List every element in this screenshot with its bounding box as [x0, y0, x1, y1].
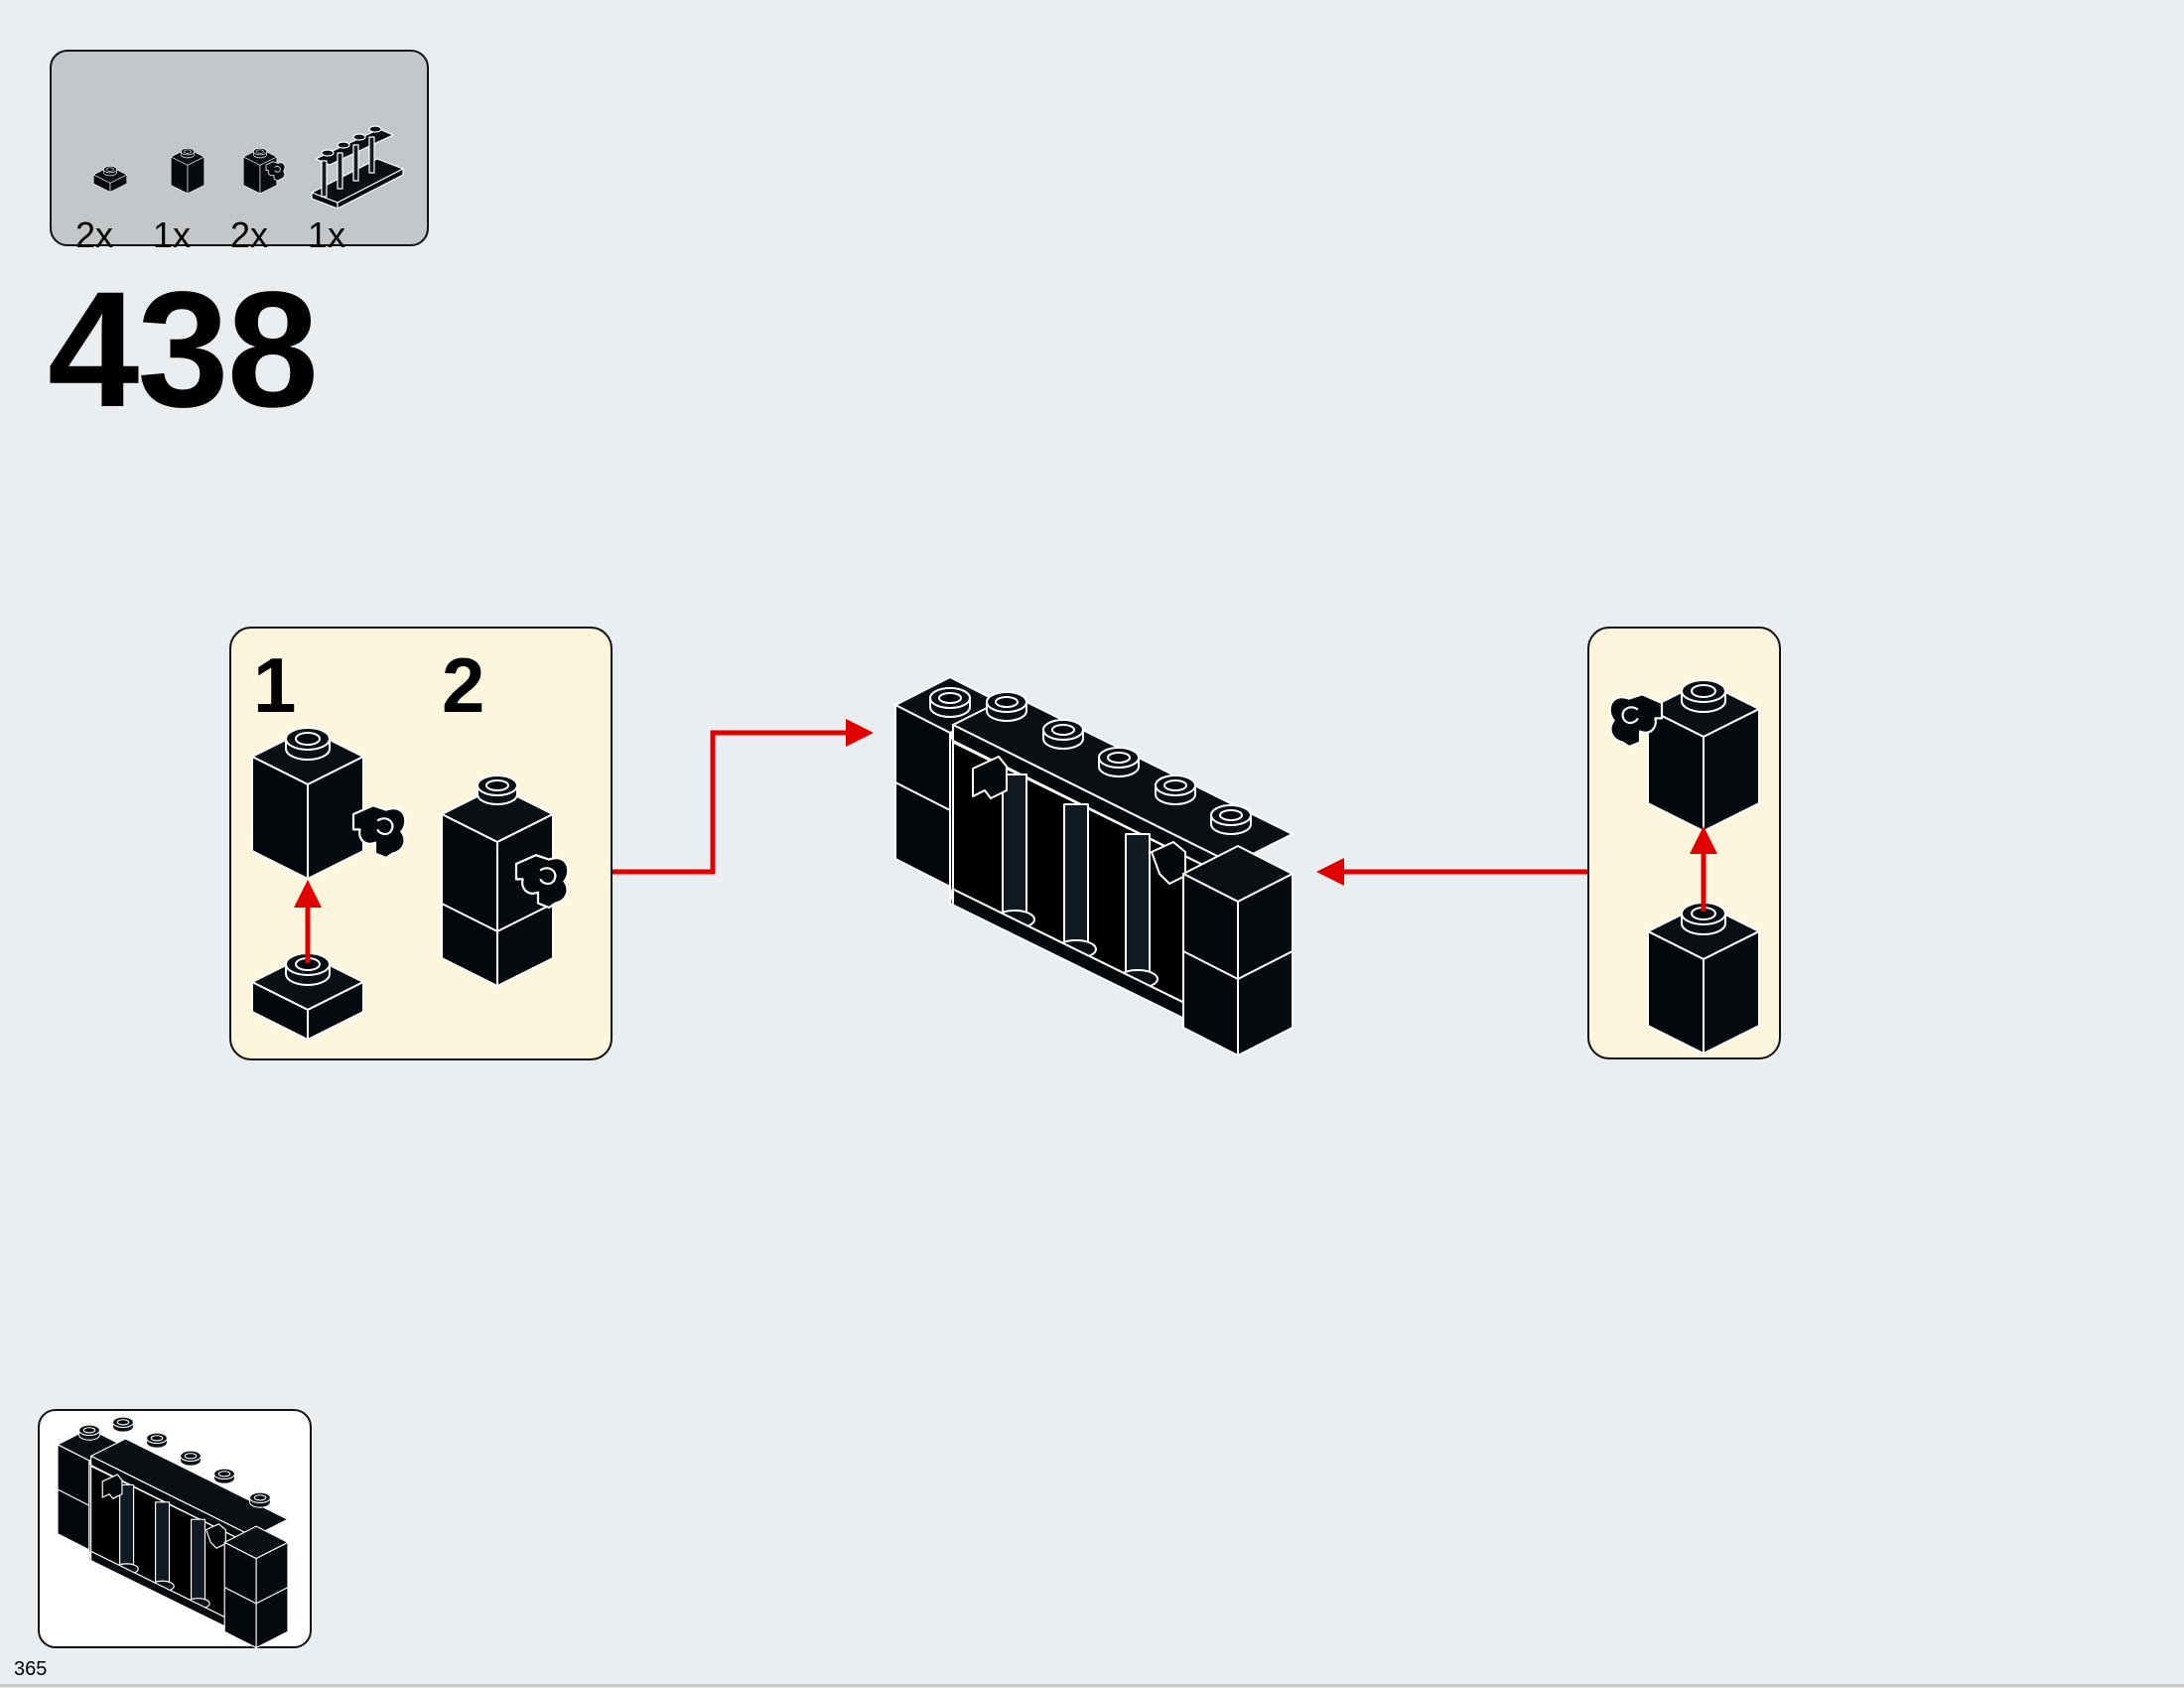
part-quantity: 2x [75, 214, 114, 255]
fence-1x4x2-icon [311, 125, 404, 210]
part-quantity: 2x [230, 214, 269, 255]
right-callout-illustration [1608, 679, 1760, 1055]
part-brick-1x1-with-clip: 2x [230, 123, 300, 255]
part-brick-1x1: 1x [153, 123, 222, 255]
sub-step-1-illustration [251, 727, 407, 1041]
arrow-head-icon [294, 880, 322, 908]
main-fence-assembly [894, 676, 1294, 1056]
sub-step-number: 2 [442, 641, 485, 729]
step-number: 438 [48, 258, 319, 442]
part-plate-1x1: 2x [75, 123, 145, 255]
page-number: 365 [14, 1658, 48, 1680]
part-quantity: 1x [308, 214, 346, 255]
page-bottom-rule [0, 1684, 2184, 1687]
connector-arrow-left [613, 730, 856, 875]
step-result-thumbnail [38, 1409, 312, 1649]
part-fence-1x4x2: 1x [308, 123, 407, 255]
parts-list-box: 2x 1x 2x [50, 50, 429, 255]
part-quantity: 1x [153, 214, 192, 255]
arrow-left-icon [1316, 858, 1344, 886]
arrow-right-icon [846, 719, 874, 747]
sub-step-number: 1 [253, 641, 297, 729]
arrow-head-icon [1690, 826, 1717, 854]
